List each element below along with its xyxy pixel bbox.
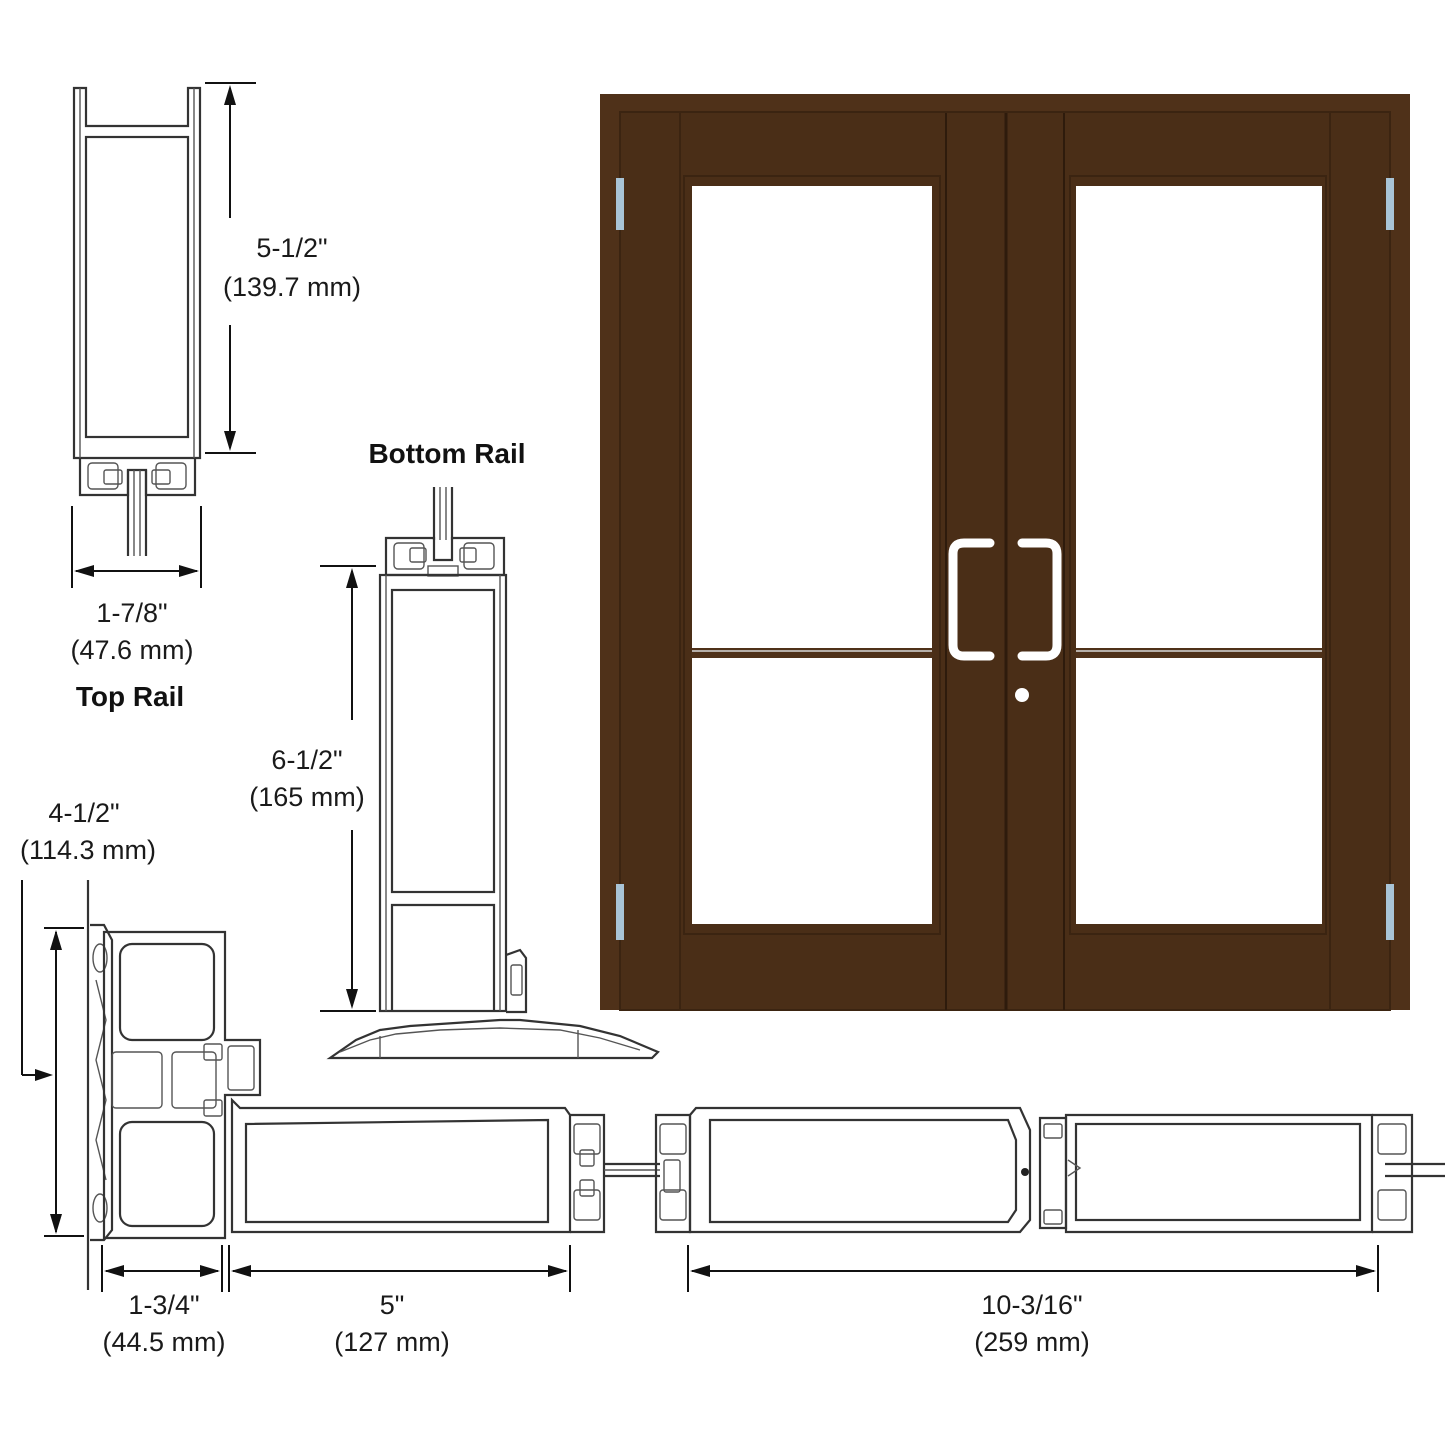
jamb-depth-dimension xyxy=(21,880,84,1237)
jamb-depth-mm: (114.3 mm) xyxy=(20,835,156,865)
top-rail-section xyxy=(72,86,202,556)
top-rail-width-in: 1-7/8" xyxy=(96,598,167,628)
jamb-width-dimension xyxy=(101,1245,223,1292)
meeting-stile-dimension xyxy=(687,1245,1379,1292)
hinge-top-right xyxy=(1386,178,1394,230)
hinge-bottom-right xyxy=(1386,884,1394,940)
hinge-stile-section xyxy=(230,1097,660,1234)
left-push-bar xyxy=(692,648,932,658)
top-rail-title: Top Rail xyxy=(76,681,184,712)
hinge-top-left xyxy=(616,178,624,230)
top-rail-height-dimension xyxy=(205,82,256,454)
bottom-rail-height-dimension xyxy=(320,565,376,1012)
stile-width-in: 5" xyxy=(380,1290,405,1320)
right-glass-pane xyxy=(1076,186,1322,924)
jamb-width-in: 1-3/4" xyxy=(128,1290,199,1320)
jamb-depth-in: 4-1/2" xyxy=(48,798,119,828)
left-glass-pane xyxy=(692,186,932,924)
bottom-rail-height-in: 6-1/2" xyxy=(271,745,342,775)
stile-width-dimension xyxy=(228,1245,571,1292)
meeting-stiles-section xyxy=(654,1106,1445,1234)
meeting-stile-mm: (259 mm) xyxy=(974,1327,1090,1357)
meeting-stile-in: 10-3/16" xyxy=(981,1290,1082,1320)
top-rail-width-mm: (47.6 mm) xyxy=(70,635,193,665)
right-pull-handle xyxy=(1017,538,1062,661)
right-push-bar xyxy=(1076,648,1322,658)
left-pull-handle xyxy=(948,538,995,661)
jamb-section xyxy=(86,880,262,1290)
top-rail-width-dimension xyxy=(71,506,202,588)
top-rail-height-mm: (139.7 mm) xyxy=(223,272,361,302)
door-elevation xyxy=(600,94,1410,1011)
jamb-width-mm: (44.5 mm) xyxy=(102,1327,225,1357)
bottom-rail-section xyxy=(326,487,660,1060)
top-rail-height-in: 5-1/2" xyxy=(256,233,327,263)
bottom-rail-height-mm: (165 mm) xyxy=(249,782,365,812)
hinge-bottom-left xyxy=(616,884,624,940)
bottom-rail-title: Bottom Rail xyxy=(368,438,525,469)
lock-cylinder xyxy=(1015,688,1029,702)
stile-width-mm: (127 mm) xyxy=(334,1327,450,1357)
